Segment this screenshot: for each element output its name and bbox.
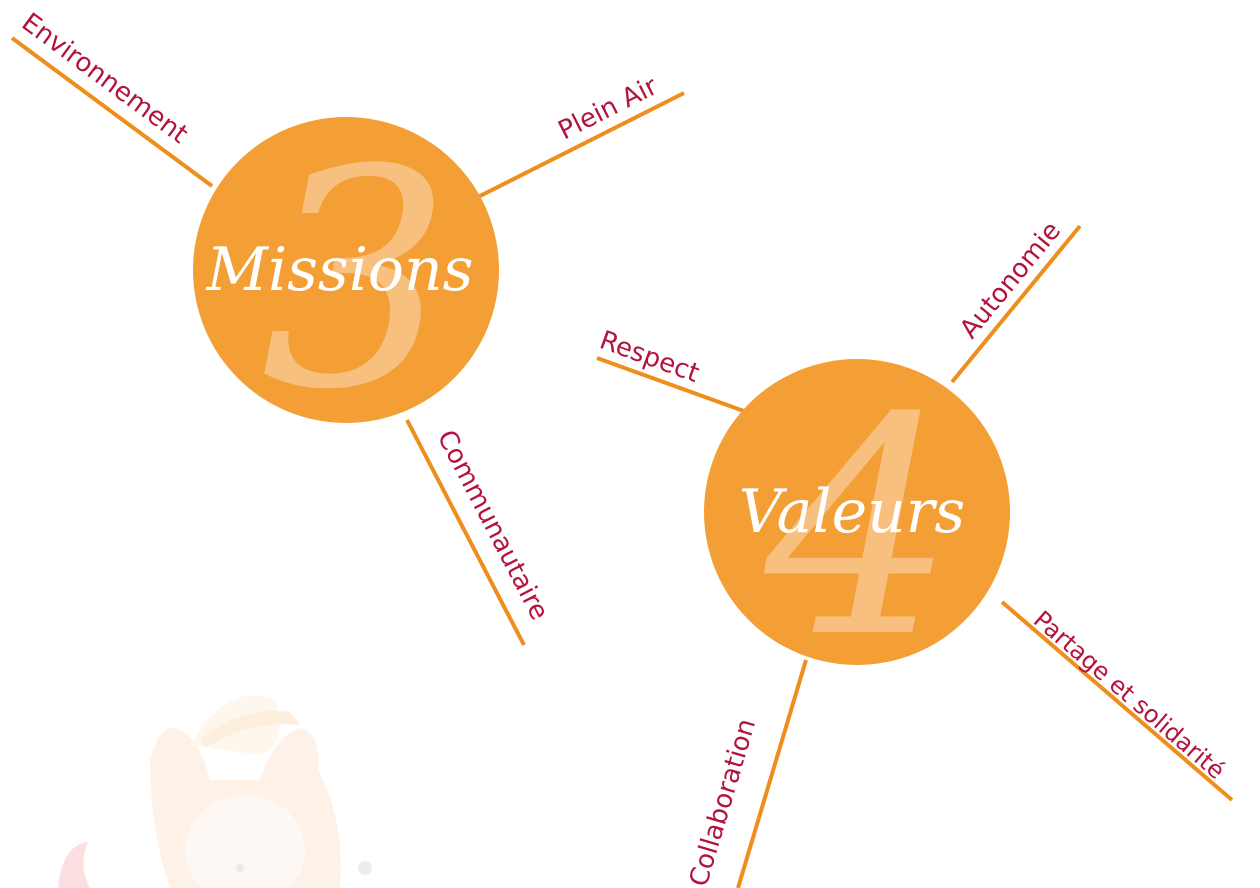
missions-title: Missions — [206, 235, 474, 305]
spoke-line-partage — [1000, 600, 1234, 802]
missions-spokes — [10, 36, 685, 646]
fox-mascot-icon — [58, 695, 372, 888]
spoke-line-respect — [596, 356, 753, 416]
spoke-label-plein-air: Plein Air — [554, 71, 663, 146]
spoke-line-collaboration — [736, 659, 808, 888]
spoke-label-collaboration: Collaboration — [684, 715, 762, 888]
spoke-label-environnement: Environnement — [16, 8, 193, 150]
spoke-label-communautaire: Communautaire — [431, 425, 554, 625]
missions-number: 3 — [261, 106, 452, 455]
spoke-label-autonomie: Autonomie — [954, 216, 1067, 344]
spoke-label-respect: Respect — [596, 325, 703, 389]
valeurs-title: Valeurs — [739, 477, 965, 547]
valeurs-circle — [704, 359, 1010, 665]
valeurs-hub: 4 Valeurs — [704, 354, 1010, 703]
valeurs-number: 4 — [760, 354, 956, 703]
spoke-label-partage: Partage et solidarité — [1028, 605, 1230, 784]
missions-hub: 3 Missions — [193, 106, 499, 455]
spoke-line-communautaire — [405, 419, 526, 646]
valeurs-spokes — [596, 224, 1234, 888]
missions-circle — [193, 117, 499, 423]
spoke-line-environnement — [10, 36, 214, 188]
spoke-line-plein-air — [473, 91, 685, 201]
spoke-line-autonomie — [950, 224, 1082, 384]
